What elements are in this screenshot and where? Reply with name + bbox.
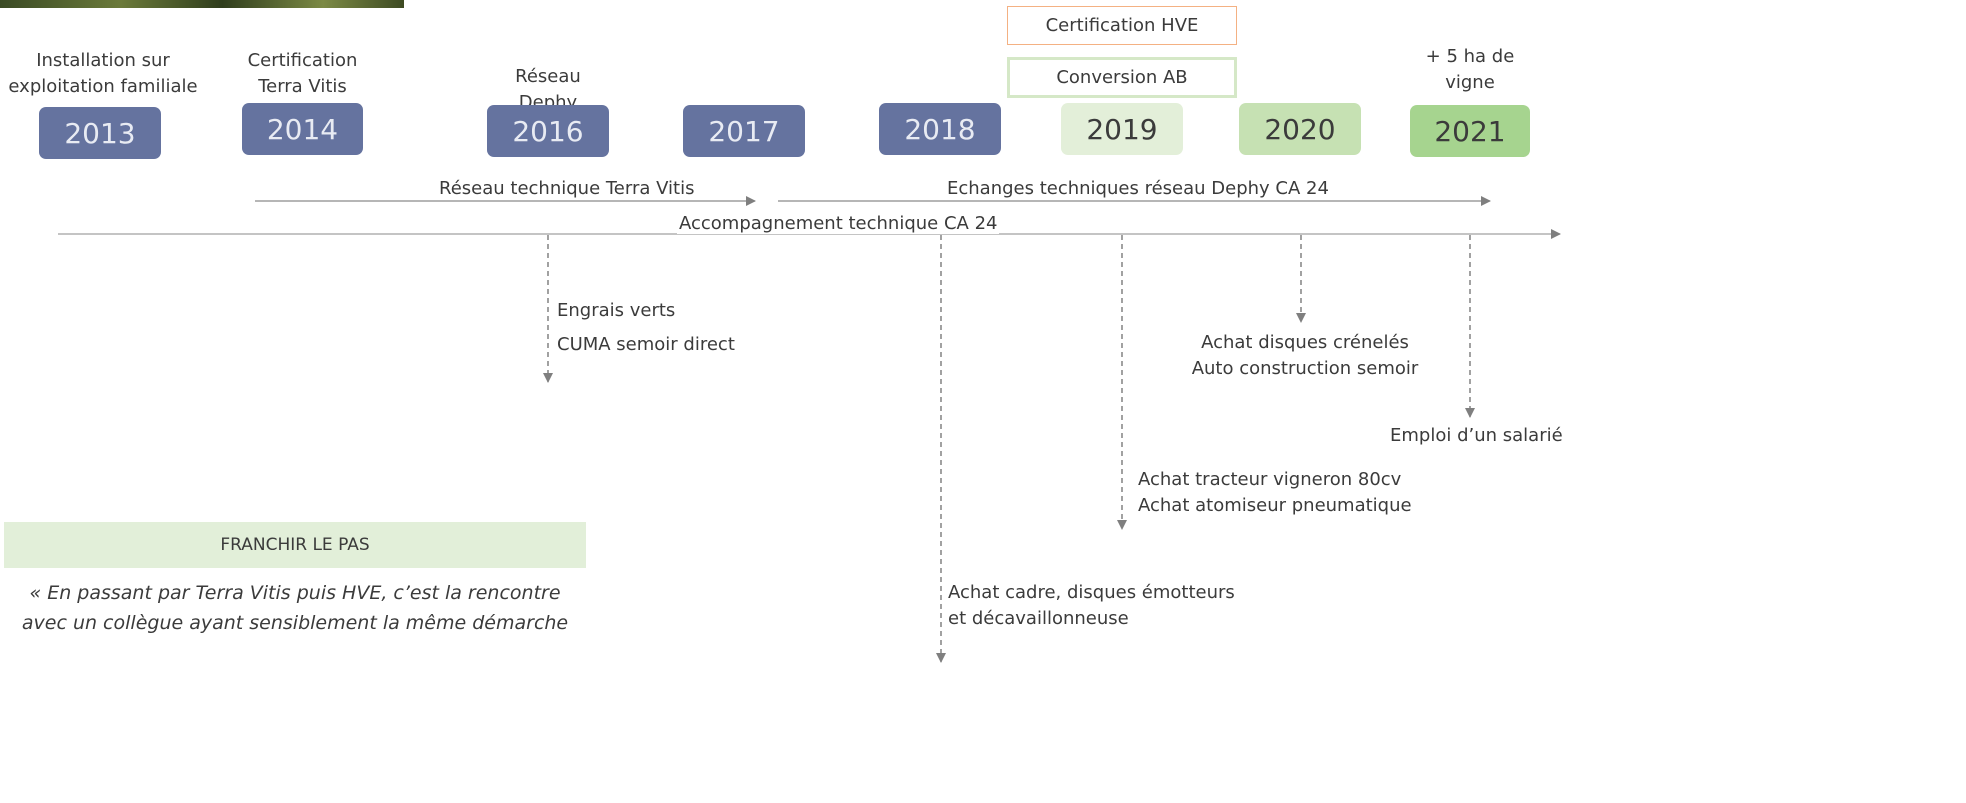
event-2016: Engrais verts CUMA semoir direct <box>557 300 735 355</box>
terra-vitis-line-label: Réseau technique Terra Vitis <box>439 178 695 199</box>
label-2021: + 5 ha de vigne <box>1425 46 1515 93</box>
year-2016: 2016 <box>487 105 609 157</box>
year-2021: 2021 <box>1410 105 1530 157</box>
year-2018: 2018 <box>879 103 1001 155</box>
header-photo <box>0 0 404 8</box>
label-2014: Certification Terra Vitis <box>247 50 358 97</box>
dephy-line-label: Echanges techniques réseau Dephy CA 24 <box>947 178 1329 199</box>
ca24-line-label: Accompagnement technique CA 24 <box>677 213 1000 234</box>
label-2013: Installation sur exploitation familiale <box>8 50 198 97</box>
event-2020: Achat disques crénelés Auto construction… <box>1191 332 1419 379</box>
event-2021: Emploi d’un salarié <box>1390 425 1563 446</box>
event-2019: Achat tracteur vigneron 80cv Achat atomi… <box>1138 469 1412 516</box>
year-2014: 2014 <box>242 103 363 155</box>
year-2020: 2020 <box>1239 103 1361 155</box>
certification-hve-box: Certification HVE <box>1007 6 1237 45</box>
year-2019: 2019 <box>1061 103 1183 155</box>
conversion-ab-box: Conversion AB <box>1007 57 1237 98</box>
event-2018: Achat cadre, disques émotteurs et décava… <box>948 582 1235 629</box>
year-2017: 2017 <box>683 105 805 157</box>
panel-quote: « En passant par Terra Vitis puis HVE, c… <box>21 582 569 634</box>
year-2013: 2013 <box>39 107 161 159</box>
panel-title: FRANCHIR LE PAS <box>4 522 586 568</box>
